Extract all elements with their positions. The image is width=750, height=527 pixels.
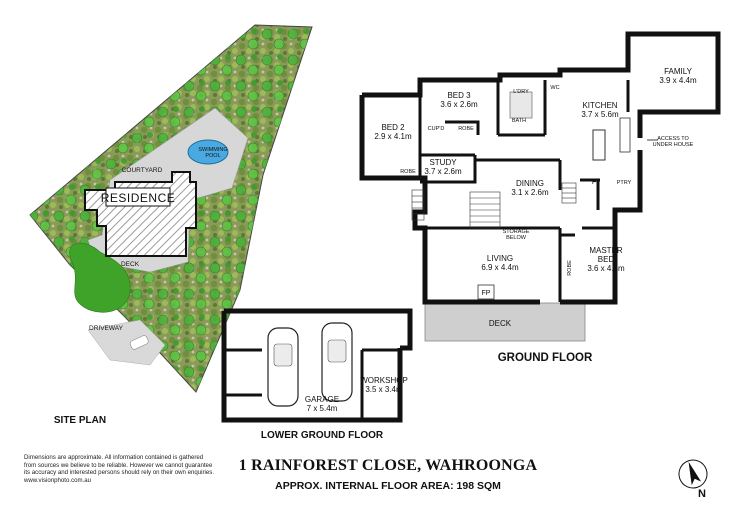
- robe-label-bed2: ROBE: [400, 169, 416, 175]
- study-name: STUDY: [429, 158, 457, 167]
- address-title: 1 RAINFOREST CLOSE, WAHROONGA: [239, 457, 538, 474]
- living-name: LIVING: [487, 254, 513, 263]
- lawn: [69, 242, 131, 313]
- family-size: 3.9 x 4.4m: [659, 76, 697, 85]
- lgf-walls: [221, 308, 413, 423]
- website-link[interactable]: www.visionphoto.com.au: [24, 476, 92, 484]
- access-label-1: ACCESS TO: [657, 136, 689, 142]
- north-arrow-icon: [678, 459, 708, 489]
- ground-deck: [424, 302, 586, 342]
- site-plan-title: SITE PLAN: [54, 415, 106, 426]
- disclaimer-line-1: Dimensions are approximate. All informat…: [24, 454, 204, 461]
- car-icon: [129, 335, 149, 350]
- access-label-2: UNDER HOUSE: [653, 142, 694, 148]
- master-name-1: MASTER: [589, 246, 623, 255]
- master-size: 3.6 x 4.4m: [587, 264, 625, 273]
- robe-label-bed3: ROBE: [458, 126, 474, 132]
- kitchen-island: [592, 129, 606, 161]
- driveway-label: DRIVEWAY: [89, 325, 124, 332]
- bed2-name: BED 2: [381, 123, 405, 132]
- fireplace-label: FP: [482, 290, 491, 297]
- garage-cars: [267, 322, 353, 407]
- residence-label-box: [105, 187, 171, 207]
- garage-size: 7 x 5.4m: [307, 404, 338, 413]
- garage-name: GARAGE: [305, 395, 339, 404]
- floor-area: APPROX. INTERNAL FLOOR AREA: 198 SQM: [275, 480, 501, 492]
- disclaimer-line-3: its accuracy and interested persons shou…: [24, 469, 215, 477]
- bath-fixture: [509, 91, 533, 119]
- residence-label: RESIDENCE: [101, 191, 176, 205]
- fireplace: [477, 284, 495, 300]
- north-label: N: [698, 488, 706, 500]
- cupd-label: CUP'D: [428, 126, 445, 132]
- living-size: 6.9 x 4.4m: [481, 263, 519, 272]
- study-size: 3.7 x 2.6m: [424, 167, 462, 176]
- dining-name: DINING: [516, 179, 544, 188]
- bed3-size: 3.6 x 2.6m: [440, 100, 478, 109]
- dining-size: 3.1 x 2.6m: [511, 188, 549, 197]
- pool-label-2: POOL: [205, 153, 220, 159]
- bath-label: BATH: [512, 118, 526, 124]
- courtyard-label: COURTYARD: [122, 167, 163, 174]
- ldry-label: L'DRY: [513, 89, 529, 95]
- pool-label-1: SWIMMING: [198, 147, 227, 153]
- storage-label-1: STORAGE: [503, 229, 530, 235]
- ground-floor-walls: [359, 31, 721, 305]
- site-deck-label: DECK: [121, 261, 140, 268]
- fridge-label: F: [592, 179, 596, 186]
- master-name-2: BED: [598, 255, 615, 264]
- kitchen-size: 3.7 x 5.6m: [581, 110, 619, 119]
- bed3-name: BED 3: [447, 91, 471, 100]
- lgf-inner-walls: [224, 348, 400, 420]
- workshop-name: WORKSHOP: [360, 376, 408, 385]
- ground-floor-title: GROUND FLOOR: [498, 352, 593, 364]
- car-1-icon: [267, 327, 299, 407]
- swimming-pool: [187, 139, 229, 165]
- lower-ground-title: LOWER GROUND FLOOR: [261, 430, 384, 441]
- kitchen-name: KITCHEN: [582, 101, 617, 110]
- kitchen-bench: [619, 117, 631, 153]
- workshop-size: 3.5 x 3.4m: [365, 385, 403, 394]
- storage-label-2: BELOW: [506, 235, 527, 241]
- lower-ground-floor: [221, 308, 413, 423]
- disclaimer: Dimensions are approximate. All informat…: [24, 454, 244, 484]
- bed2-size: 2.9 x 4.1m: [374, 132, 412, 141]
- driveway: [87, 319, 166, 366]
- family-name: FAMILY: [664, 67, 693, 76]
- wc-label: WC: [550, 85, 559, 91]
- ground-deck-label: DECK: [489, 319, 512, 328]
- stairs: [411, 182, 577, 229]
- ptry-label: PTRY: [617, 180, 632, 186]
- site-plan: SWIMMING POOL RESIDENCE COURTYARD DECK D…: [29, 24, 313, 426]
- robe-label-master: ROBE: [567, 260, 573, 276]
- disclaimer-line-2: from sources we believe to be reliable. …: [24, 461, 213, 469]
